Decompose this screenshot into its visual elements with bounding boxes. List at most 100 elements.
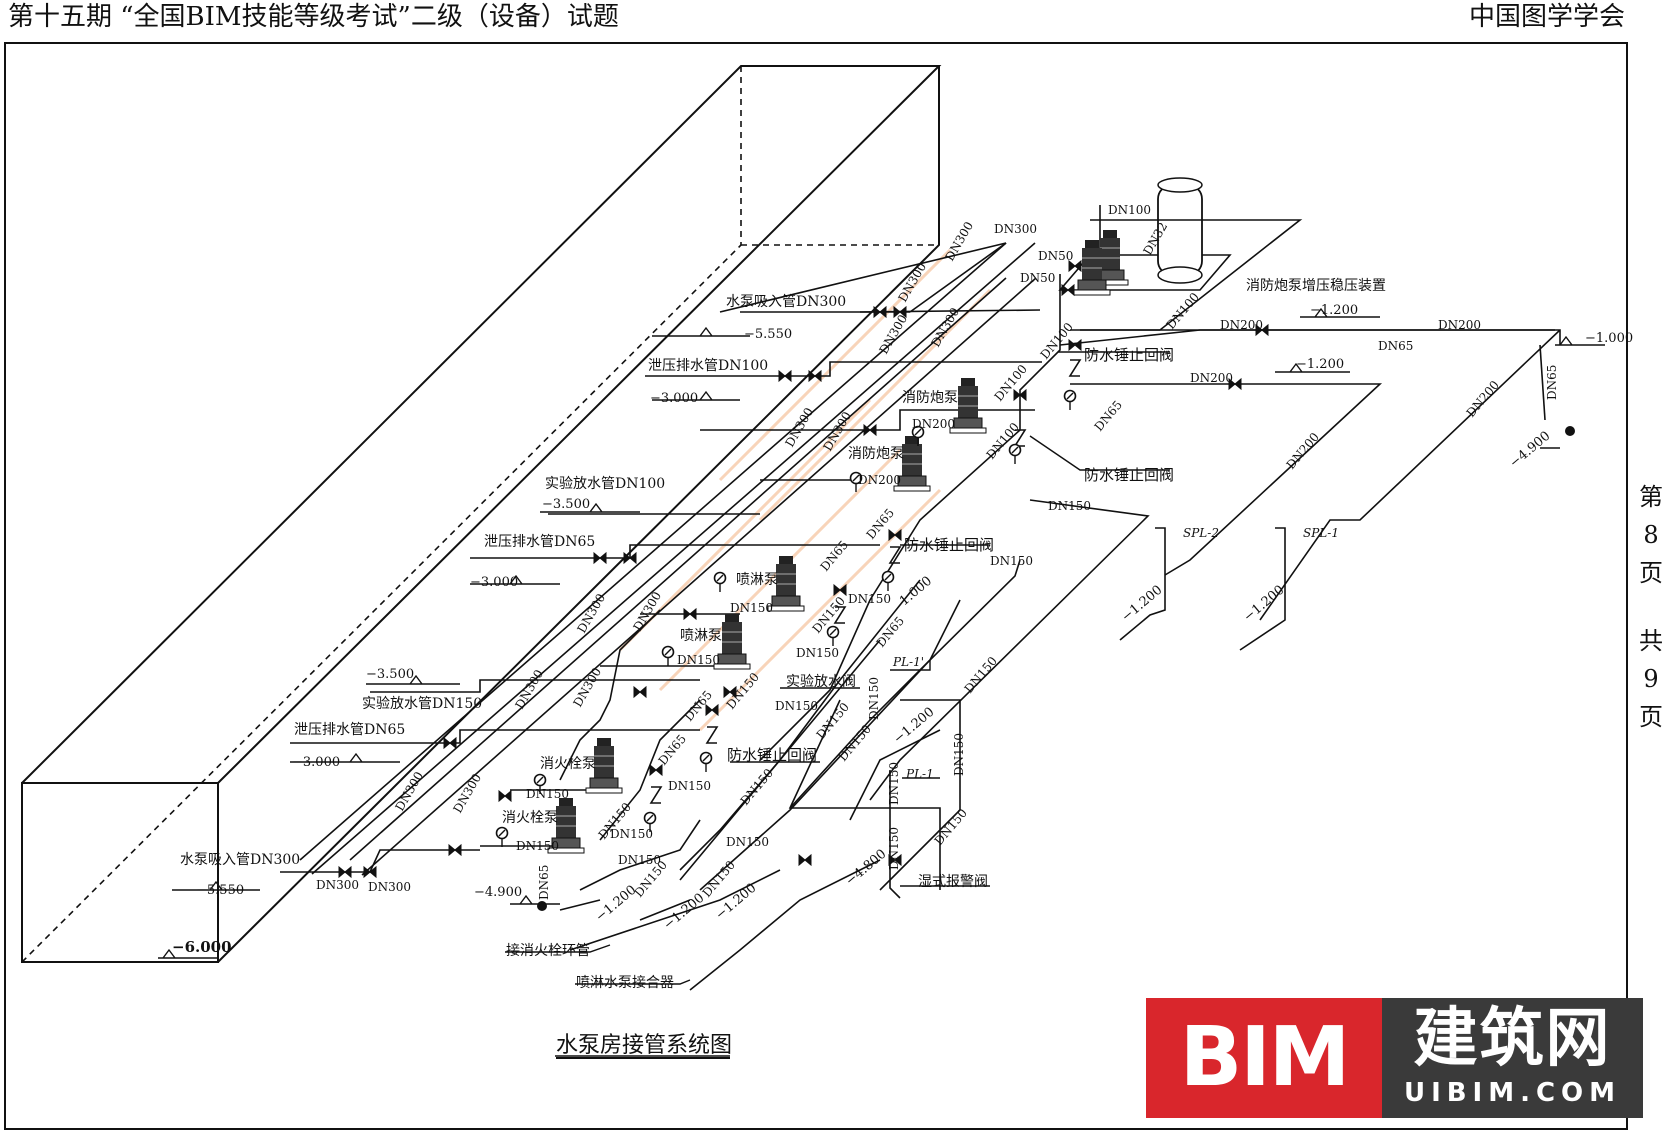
label-test-top-elev: −3.500 [542,497,590,512]
label-test-top: 实验放水管DN100 [545,476,665,492]
label-dn-150-c: DN150 [848,592,891,606]
label-dn-150-j: DN150 [962,654,1000,696]
label-dn-150-a: DN150 [1048,499,1091,513]
header-organization: 中国图学学会 [1468,2,1625,32]
label-dn-150-v: DN150 [516,839,559,853]
bim-logo: BIM 建筑网 UIBIM.COM [1146,998,1643,1118]
bim-logo-en: UIBIM.COM [1403,1078,1622,1108]
label-dn-50-b: DN50 [1020,271,1055,285]
label-dn-300-j: DN300 [512,667,546,711]
label-dn-200-d: DN200 [1464,378,1502,420]
label-dn-150-n: DN150 [526,787,569,801]
page-indicator-di: 第 [1639,483,1663,511]
label-dn-150-m: DN150 [836,722,874,764]
label-cannon-pump-2: 消防炮泵 [848,446,904,462]
label-elev-4800: −4.800 [843,847,889,889]
label-dn-65-h: DN65 [656,732,689,768]
label-dn-300-b: DN300 [942,219,976,263]
page-indicator-num: 8 [1643,521,1659,549]
label-relief-mid: 泄压排水管DN65 [484,534,595,550]
label-elev-1200-c: −1.200 [1119,583,1165,625]
label-elev-1200-g: −1.200 [661,891,707,933]
label-cannon-pump-1: 消防炮泵 [902,390,958,406]
label-dn-150-b: DN150 [990,554,1033,568]
label-spray-pump-1: 喷淋泵 [736,572,778,588]
label-elev-1200-b: −1.200 [1296,357,1344,372]
label-dn-200-b: DN200 [1438,318,1481,332]
label-dn-200-g: DN200 [858,473,901,487]
label-check-valve-3: 防水锤止回阀 [904,536,994,554]
label-dn-150-k: DN150 [867,677,881,720]
label-pl1p: PL-1' [892,655,924,669]
label-test-bot-elev: −3.500 [366,667,414,682]
suction-headers [299,242,1037,876]
label-relief-top-elev: −3.000 [650,391,698,406]
label-dn-65-c: DN65 [1092,398,1125,434]
label-dn-200-a: DN200 [1220,318,1263,332]
label-pl1: PL-1 [905,767,934,781]
label-elev-1200-e: −1.200 [891,705,937,747]
label-dn-300-n: DN300 [316,878,359,892]
label-relief-bot: 泄压排水管DN65 [294,722,405,738]
label-dn-150-y: DN150 [726,835,769,849]
label-elev-1000-b: 1.000 [897,574,935,609]
label-spray-connector: 喷淋水泵接合器 [576,974,674,991]
label-dn-200-e: DN200 [1284,430,1322,472]
label-dn-300-k: DN300 [570,665,604,709]
label-relief-top: 泄压排水管DN100 [648,358,768,374]
label-elev-4900-l: −4.900 [474,885,522,900]
label-dn-150-s: DN150 [887,762,901,805]
page-indicator-ye2: 页 [1639,703,1663,731]
leaders [505,351,1170,1057]
label-floor-elev: −6.000 [172,938,232,956]
label-dn-300-m: DN300 [450,771,484,815]
label-check-valve-4: 防水锤止回阀 [727,746,817,764]
label-dn-150-i: DN150 [775,699,818,713]
label-dn-150-d: DN150 [730,601,773,615]
label-spl2: SPL-2 [1183,526,1219,540]
label-dn-100-a: DN100 [1108,203,1151,217]
label-check-valve-1: 防水锤止回阀 [1084,346,1174,364]
label-test-bot: 实验放水管DN150 [362,696,482,712]
label-dn-100-b: DN100 [1164,290,1202,332]
label-dn-150-g: DN150 [677,653,720,667]
label-dn-65-a: DN65 [1378,339,1413,353]
label-elev-1000: −1.000 [1585,331,1633,346]
label-elev-1200-d: −1.200 [1241,583,1287,625]
label-dn-150-x: DN150 [618,853,661,867]
label-dn-50-a: DN50 [1038,249,1073,263]
label-dn-300-a: DN300 [994,222,1037,236]
page-indicator-gong: 共 [1639,627,1663,655]
label-hydrant-pump-1: 消火栓泵 [540,756,596,772]
label-dn-150-q: DN150 [738,766,776,808]
label-test-valve: 实验放水阀 [786,674,856,690]
pressure-stabilizer [1058,177,1303,331]
label-dn-200-c: DN200 [1190,371,1233,385]
page-indicator-ye: 页 [1639,559,1663,587]
label-hydrant-pump-2: 消火栓泵 [502,810,558,826]
label-elev-1200-a: −1.200 [1310,303,1358,318]
label-dn-150-r: DN150 [952,733,966,776]
label-alarm-valve: 湿式报警阀 [918,874,988,890]
label-dn-300-o: DN300 [368,880,411,894]
label-suction-top-elev: −5.550 [744,327,792,342]
elevation-markers [158,307,1605,959]
label-suction-bot: 水泵吸入管DN300 [180,852,300,868]
bim-logo-cn: 建筑网 [1413,1001,1612,1076]
label-dn-150-f: DN150 [796,646,839,660]
label-elev-4900-r: −4.900 [1507,429,1553,471]
label-dn-150-t: DN150 [887,827,901,870]
label-relief-mid-elev: −3.000 [470,575,518,590]
branch-pipes [280,361,1042,873]
label-spl1: SPL-1 [1303,526,1339,540]
water-tank [21,65,942,963]
label-suction-top: 水泵吸入管DN300 [726,294,846,310]
label-suction-bot-elev: −5.550 [196,883,244,898]
label-pressure-device: 消防炮泵增压稳压装置 [1246,278,1386,294]
label-dn-200-f: DN200 [912,417,955,431]
header-title: 第十五期 “全国BIM技能等级考试”二级（设备）试题 [8,2,619,32]
label-hydrant-ring: 接消火栓环管 [506,942,590,959]
label-relief-bot-elev: −3.000 [292,755,340,770]
discharge-network [559,274,1561,991]
